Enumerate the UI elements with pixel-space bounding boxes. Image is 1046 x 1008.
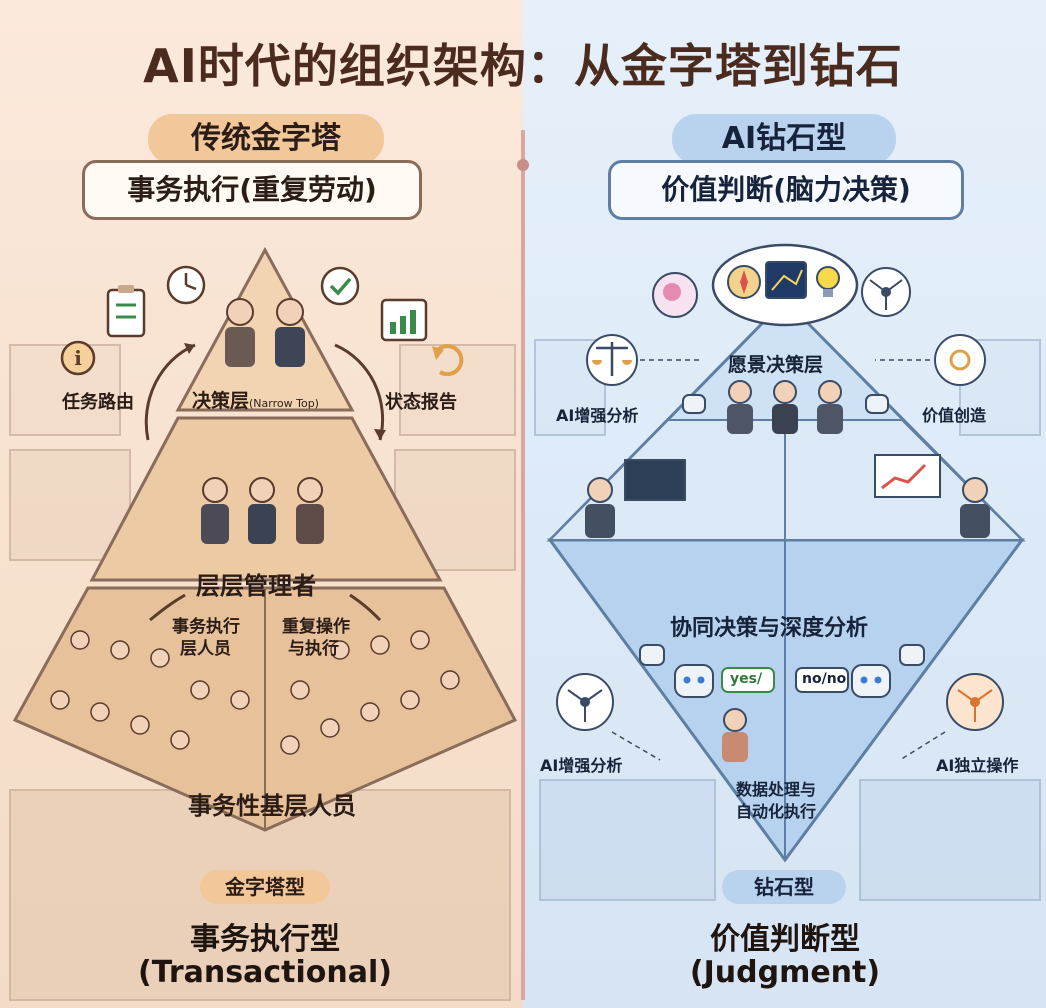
exec-staff-label-2: 层人员 (180, 639, 231, 659)
calendar-chart-icon (380, 298, 428, 342)
ai-analysis-top-label: AI增强分析 (556, 406, 639, 425)
refresh-icon (432, 344, 464, 377)
divider-cap-icon (517, 159, 529, 171)
yes-bubble-text: yes/ (730, 671, 763, 687)
middle-layer-label: 层层管理者 (196, 572, 316, 600)
check-icon (320, 266, 360, 306)
right-type-name: 价值判断型 (710, 922, 860, 957)
arrow-task-routing (144, 343, 196, 441)
network-icon-right (946, 673, 1004, 731)
yes-bubble-shape (721, 667, 775, 693)
task-routing-label: 任务路由 (62, 392, 134, 413)
top-layer-note: (Narrow Top) (249, 397, 319, 410)
compass-icon (727, 265, 761, 299)
right-subtitle-box: 价值判断(脑力决策) (608, 160, 964, 220)
left-subtitle-box: 事务执行(重复劳动) (82, 160, 422, 220)
right-header-badge: AI钻石型 (672, 114, 896, 164)
ai-independent-label: AI独立操作 (936, 756, 1019, 775)
people-decor-right (585, 380, 990, 762)
repeat-ops-label-2: 与执行 (288, 639, 339, 659)
base-workers-decor (50, 630, 460, 755)
left-header-badge: 传统金字塔 (148, 114, 384, 164)
star-map-icon (765, 261, 807, 299)
collab-label: 协同决策与深度分析 (670, 616, 869, 641)
vision-layer-label: 愿景决策层 (728, 354, 824, 376)
gear-network-icon (934, 334, 986, 386)
arrow-status-report (334, 343, 385, 441)
repeat-ops-label-1: 重复操作 (282, 617, 350, 637)
office-decor-right (534, 339, 1041, 901)
robot-icon (639, 394, 925, 698)
lightbulb-icon (816, 266, 840, 297)
people-decor-left (201, 298, 324, 544)
right-type-name-en: (Judgment) (689, 955, 881, 990)
arrow-repeat (349, 593, 382, 622)
data-processing-label-1: 数据处理与 (736, 780, 817, 799)
office-decor-left (9, 344, 516, 1001)
left-type-name: 事务执行型 (190, 922, 340, 957)
status-report-label: 状态报告 (385, 392, 457, 413)
page-title: AI时代的组织架构：从金字塔到钻石 (143, 39, 903, 93)
top-layer-label: 决策层(Narrow Top) (192, 386, 319, 413)
exec-staff-label-1: 事务执行 (172, 617, 240, 637)
network-icon (861, 267, 911, 317)
left-type-badge: 金字塔型 (200, 870, 330, 904)
no-bubble-text: no/no (802, 671, 847, 687)
network-icon-left (556, 673, 614, 731)
clipboard-icon (106, 285, 146, 338)
dashed-connectors (611, 359, 946, 761)
svg-text:i: i (74, 346, 82, 370)
balance-scale-icon (586, 334, 638, 386)
right-type-badge: 钻石型 (722, 870, 846, 904)
no-bubble-shape (795, 667, 849, 693)
brain-icon (652, 272, 698, 318)
value-creation-label: 价值创造 (922, 406, 987, 425)
left-type-name-en: (Transactional) (138, 955, 392, 990)
top-layer-title: 决策层 (192, 390, 250, 412)
data-processing-label-2: 自动化执行 (736, 802, 817, 821)
clock-icon (166, 265, 206, 305)
base-layer-label: 事务性基层人员 (188, 792, 356, 820)
pyramid-top-tier (175, 246, 355, 412)
ai-analysis-bottom-label: AI增强分析 (540, 756, 623, 775)
info-icon: i (60, 340, 96, 376)
arrow-exec (149, 593, 186, 622)
